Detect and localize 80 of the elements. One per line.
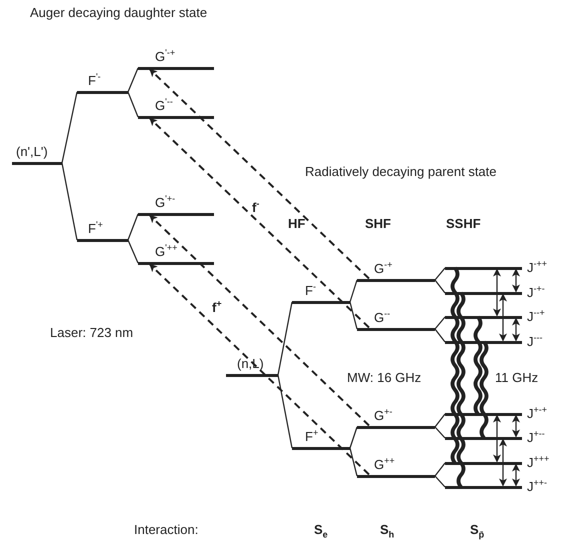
level-label: J$^{++-}$ xyxy=(527,480,548,494)
level-label: J$^{-+-}$ xyxy=(527,286,545,300)
level-label: F$^{+}$ xyxy=(305,430,318,444)
double-arrow xyxy=(499,294,507,342)
level-label: J$^{---}$ xyxy=(527,335,542,349)
level-label: J$^{--+}$ xyxy=(527,310,545,324)
level-label: G$^{-+}$ xyxy=(374,262,392,276)
splitting-line xyxy=(127,214,139,240)
level-label: J$^{+++}$ xyxy=(527,456,550,470)
energy-level xyxy=(357,408,435,428)
energy-level xyxy=(77,220,128,242)
annotation-text: SHF xyxy=(365,216,391,232)
annotation-text: S$_{p̄}$ xyxy=(470,522,484,538)
splitting-line xyxy=(434,328,446,342)
splitting-line xyxy=(434,476,446,488)
energy-level xyxy=(77,72,128,94)
splitting-line xyxy=(434,414,446,428)
energy-level xyxy=(357,456,435,478)
energy-level xyxy=(138,244,214,264)
annotation-text: 11 GHz xyxy=(495,370,538,386)
splitting-line xyxy=(277,302,293,376)
energy-level xyxy=(138,48,214,70)
transition-arrow xyxy=(149,68,370,280)
annotation-text: Radiatively decaying parent state xyxy=(305,164,497,180)
splitting-line xyxy=(434,268,446,280)
double-arrow xyxy=(512,268,520,292)
level-label: G$^{--}$ xyxy=(374,310,390,324)
double-arrow xyxy=(493,414,501,462)
splitting-line xyxy=(349,302,358,330)
annotation-text: Interaction: xyxy=(134,522,198,538)
double-arrow xyxy=(493,268,501,316)
splitting-line xyxy=(349,426,358,448)
splitting-line xyxy=(434,462,446,476)
double-arrow xyxy=(499,438,507,486)
level-label: G$^{'-+}$ xyxy=(155,50,176,64)
annotation-text: SSHF xyxy=(446,216,481,232)
splitting-line xyxy=(61,162,78,240)
energy-level xyxy=(138,194,214,216)
level-label: J$^{+-+}$ xyxy=(527,407,548,421)
double-arrow xyxy=(512,414,520,438)
level-label: G$^{+-}$ xyxy=(374,408,392,422)
level-label: F$^{-}$ xyxy=(305,284,316,298)
level-label: G$^{'++}$ xyxy=(155,244,178,258)
transition-arrow xyxy=(149,264,370,476)
level-label: G$^{'+-}$ xyxy=(155,196,176,210)
annotation-text: Auger decaying daughter state xyxy=(30,5,208,21)
level-label: G$^{'--}$ xyxy=(155,98,173,112)
level-label: J$^{-++}$ xyxy=(527,261,548,275)
splitting-line xyxy=(434,426,446,438)
double-arrow xyxy=(512,464,520,486)
energy-level xyxy=(138,98,214,118)
energy-level xyxy=(292,428,350,450)
level-label: G$^{++}$ xyxy=(374,458,395,472)
splitting-line xyxy=(349,280,358,302)
energy-level xyxy=(357,310,435,330)
energy-level xyxy=(357,260,435,282)
level-label: F$^{'-}$ xyxy=(88,74,101,88)
annotation-text: Laser: 723 nm xyxy=(50,325,134,341)
annotation-text: HF xyxy=(288,216,306,232)
annotation-text: MW: 16 GHz xyxy=(347,370,422,386)
splitting-line xyxy=(127,68,139,92)
splitting-line xyxy=(434,280,446,294)
level-label: (n',L') xyxy=(16,144,48,158)
transition-arrow xyxy=(149,118,370,328)
splitting-line xyxy=(277,374,293,448)
annotation-text: f$^{+}$ xyxy=(212,300,222,316)
energy-level xyxy=(12,144,62,164)
energy-level xyxy=(226,356,278,376)
double-arrow xyxy=(512,318,520,342)
annotation-text: S$_{e}$ xyxy=(314,522,328,538)
level-label: F$^{'+}$ xyxy=(88,222,103,236)
splitting-line xyxy=(127,92,139,118)
splitting-line xyxy=(127,240,139,264)
splitting-line xyxy=(349,448,358,476)
annotation-text: S$_{h}$ xyxy=(380,522,394,538)
splitting-line xyxy=(61,92,78,164)
level-label: J$^{+--}$ xyxy=(527,431,545,445)
splitting-line xyxy=(434,316,446,330)
annotation-text: f$^{-}$ xyxy=(252,200,260,216)
transition-arrow xyxy=(149,214,370,426)
